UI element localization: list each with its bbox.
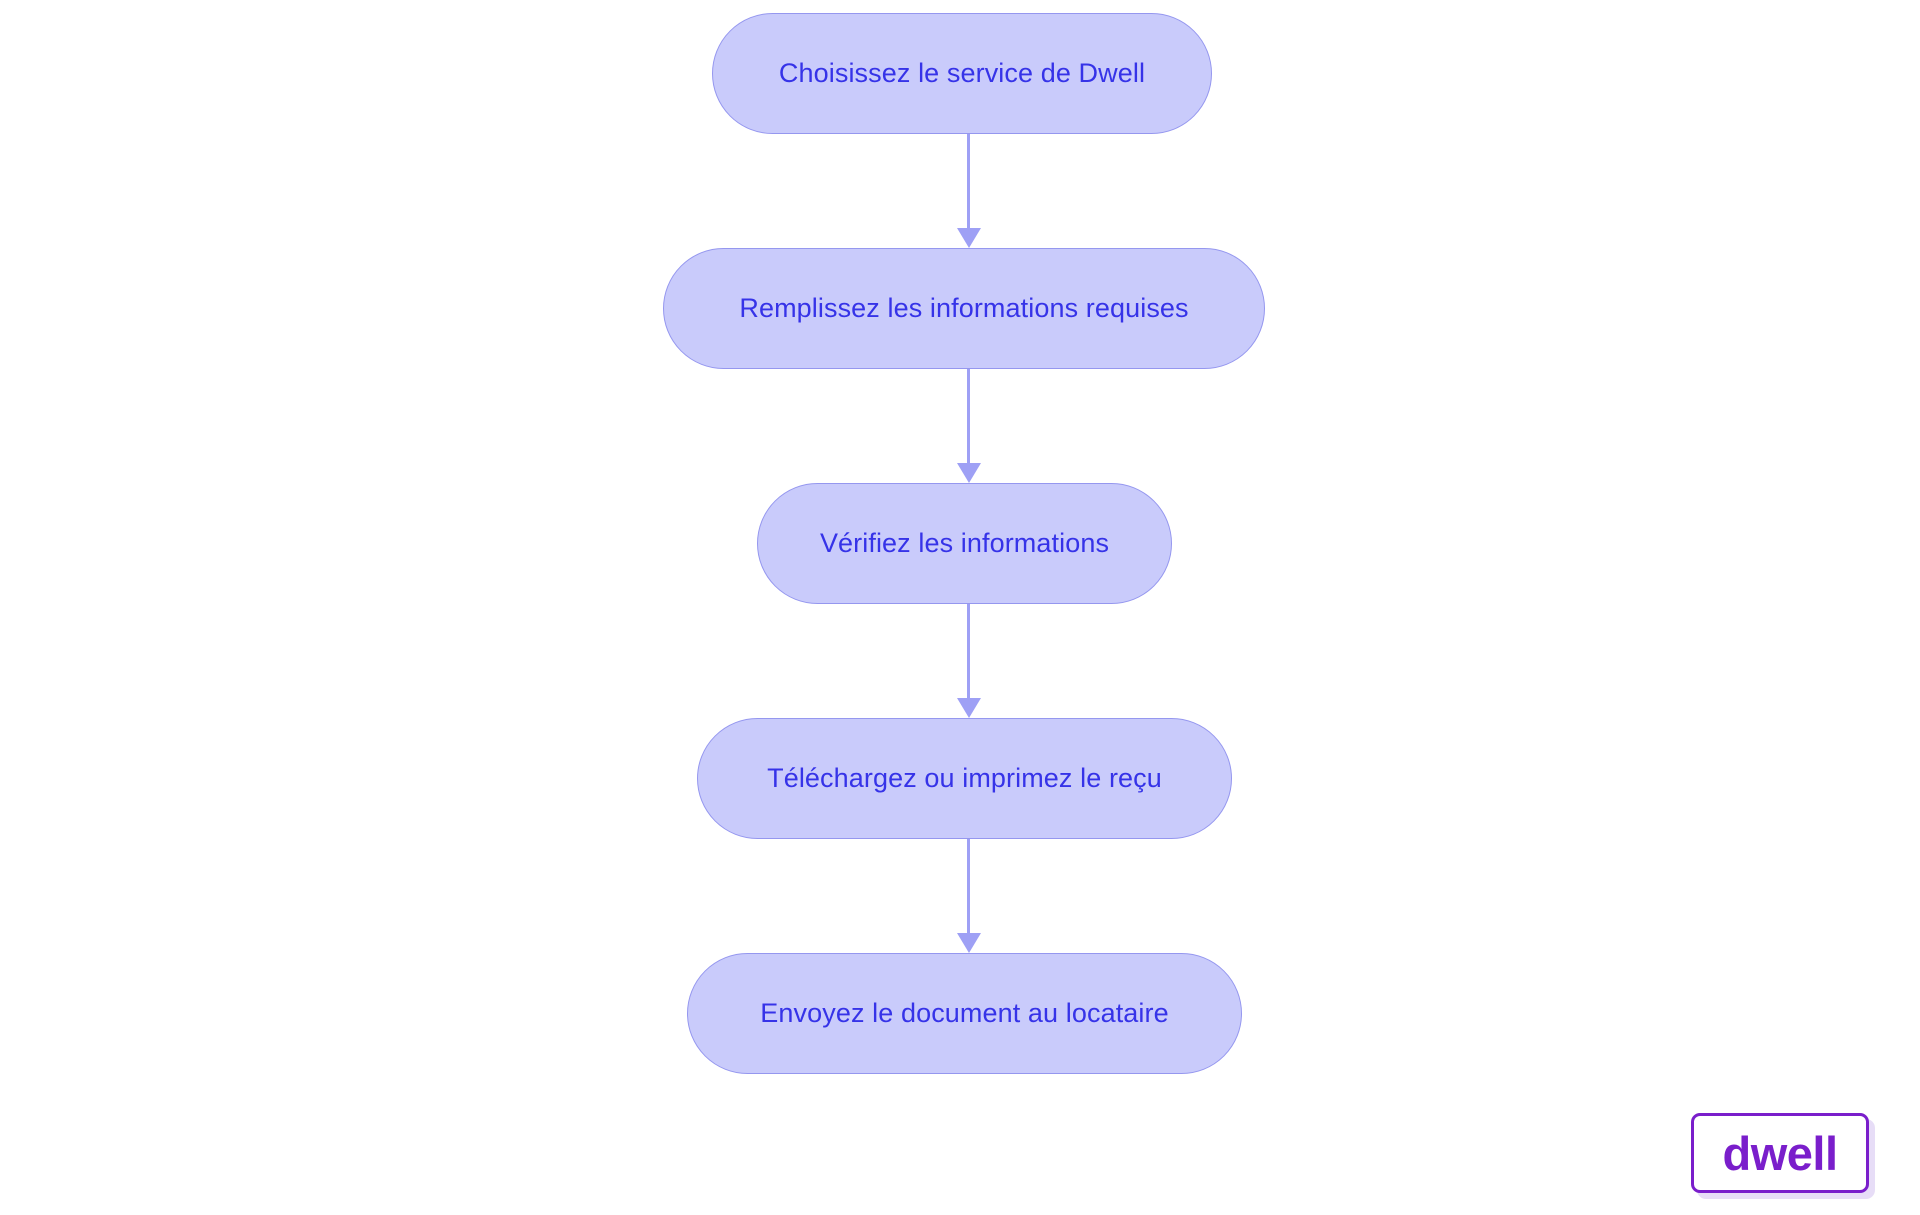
arrow-shaft [967, 134, 970, 228]
flowchart-node-4[interactable]: Téléchargez ou imprimez le reçu [697, 718, 1232, 839]
flowchart-node-5[interactable]: Envoyez le document au locataire [687, 953, 1242, 1074]
arrow-shaft [967, 604, 970, 698]
flowchart-arrow-2 [957, 369, 981, 483]
brand-logo[interactable]: dwell [1691, 1113, 1869, 1193]
flowchart-node-2[interactable]: Remplissez les informations requises [663, 248, 1265, 369]
flowchart-node-2-label: Remplissez les informations requises [739, 293, 1189, 323]
flowchart-arrow-3 [957, 604, 981, 718]
flowchart-node-1[interactable]: Choisissez le service de Dwell [712, 13, 1212, 134]
flowchart-node-3[interactable]: Vérifiez les informations [757, 483, 1172, 604]
flowchart-node-3-label: Vérifiez les informations [819, 528, 1110, 558]
brand-logo-text: dwell [1722, 1126, 1838, 1180]
arrow-shaft [967, 369, 970, 463]
flowchart-node-5-label: Envoyez le document au locataire [760, 998, 1169, 1028]
arrow-head-down-icon [957, 228, 981, 248]
flowchart-node-1-label: Choisissez le service de Dwell [778, 58, 1146, 88]
arrow-head-down-icon [957, 933, 981, 953]
arrow-head-down-icon [957, 698, 981, 718]
flowchart-arrow-1 [957, 134, 981, 248]
flowchart-node-4-label: Téléchargez ou imprimez le reçu [767, 763, 1162, 793]
arrow-shaft [967, 839, 970, 933]
arrow-head-down-icon [957, 463, 981, 483]
flowchart-arrow-4 [957, 839, 981, 953]
